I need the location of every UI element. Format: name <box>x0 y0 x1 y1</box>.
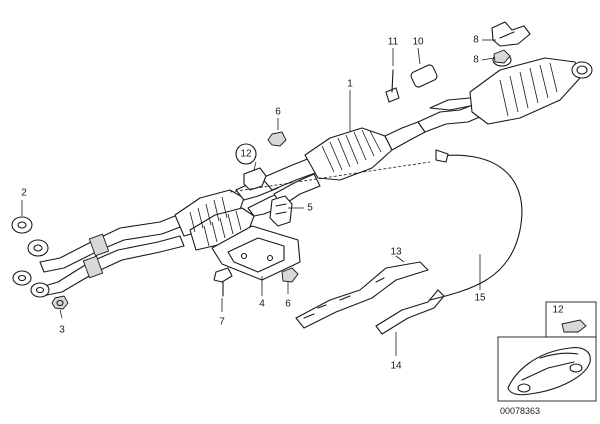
callout-6-lower: 6 <box>285 299 291 310</box>
bracket-part-5 <box>269 195 293 227</box>
leader-lines <box>21 39 496 356</box>
callout-10: 10 <box>412 37 424 48</box>
damper-part-10 <box>410 64 438 88</box>
inset-callout-12: 12 <box>552 305 564 316</box>
callout-2: 2 <box>21 188 27 199</box>
mount-part-6-lower <box>281 267 299 283</box>
cable-part-15 <box>429 149 523 301</box>
callout-5: 5 <box>307 203 313 214</box>
inset-part-12 <box>545 301 597 338</box>
heat-shield-part-4 <box>211 225 301 281</box>
callout-12-circle <box>235 143 257 165</box>
callout-4: 4 <box>259 299 265 310</box>
gasket-part-2 <box>11 216 49 257</box>
main-catalytic-converter-part-1 <box>304 121 426 181</box>
rubber-mount-part-9 <box>493 49 511 64</box>
mount-part-6-upper <box>267 131 287 147</box>
callout-13: 13 <box>390 247 402 258</box>
shield-part-14 <box>375 289 445 335</box>
callout-6-upper: 6 <box>275 107 281 118</box>
callout-11: 11 <box>388 37 399 48</box>
clamp-part-12 <box>243 167 267 191</box>
callout-8-upper: 8 <box>473 35 479 46</box>
alignment-line <box>229 161 431 193</box>
shield-part-13 <box>295 261 429 329</box>
front-flanges <box>12 270 50 298</box>
callout-3: 3 <box>59 325 65 336</box>
front-pipe-assembly <box>37 204 211 297</box>
inset-vehicle-location <box>497 336 597 402</box>
callout-8-lower: 8 <box>473 55 479 66</box>
bolt-part-11 <box>385 69 400 103</box>
rear-muffler <box>469 53 593 125</box>
callout-1: 1 <box>347 79 353 90</box>
callout-7: 7 <box>219 317 225 328</box>
callout-15: 15 <box>474 293 486 304</box>
nut-part-3 <box>51 295 69 310</box>
hanger-bracket-part-8 <box>491 21 531 47</box>
callout-14: 14 <box>390 361 402 372</box>
reference-number: 00078363 <box>500 406 540 416</box>
callout-12: 12 <box>240 149 252 160</box>
bolt-part-7 <box>213 267 233 297</box>
